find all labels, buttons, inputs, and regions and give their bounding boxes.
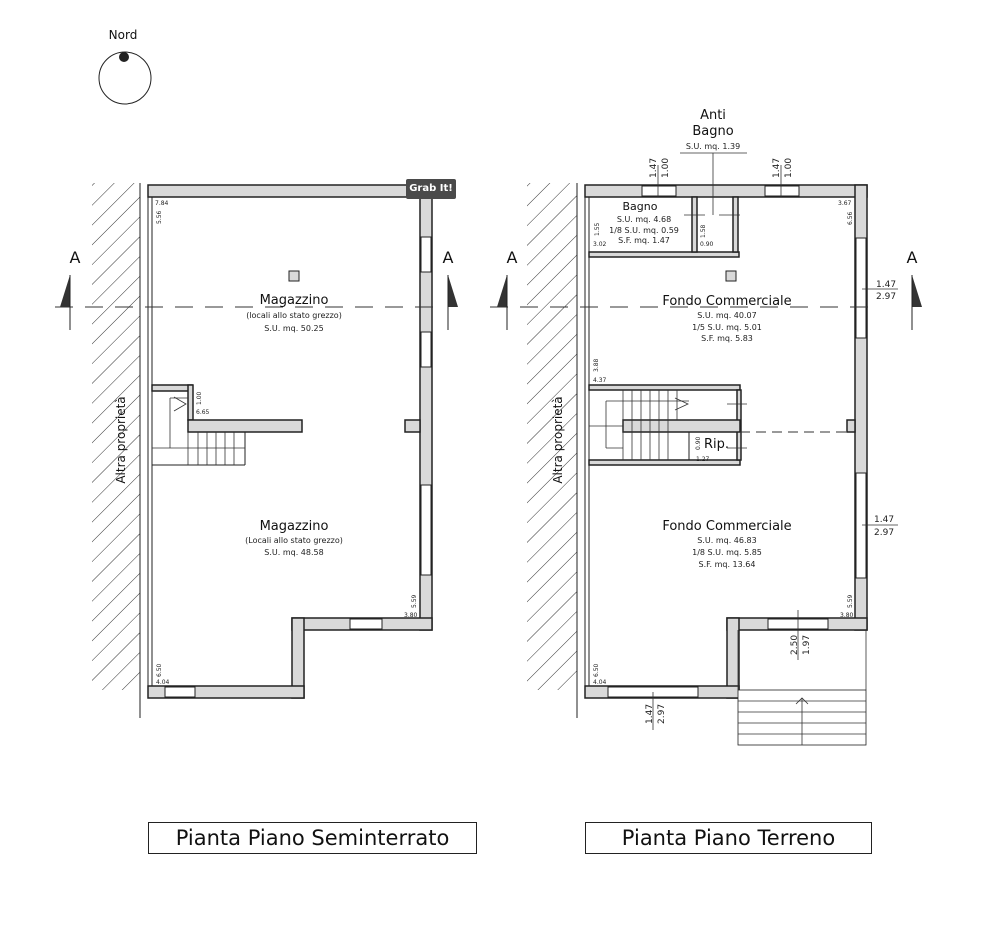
dimension: 1.47 [645, 704, 655, 724]
room-area: S.U. mq. 4.68 [617, 215, 671, 224]
room-area: S.F. mq. 1.47 [618, 236, 670, 245]
dimension: 5.59 [411, 594, 418, 608]
dimension: 4.04 [593, 679, 607, 686]
room-name: Fondo Commerciale [662, 294, 791, 309]
room-area: S.U. mq. 40.07 [697, 311, 756, 320]
dimension: 1.55 [594, 222, 601, 236]
dimension: 3.88 [593, 358, 600, 372]
dimension: 5.59 [847, 594, 854, 608]
dimension: 1.00 [661, 158, 671, 178]
dimension: 1.58 [700, 224, 707, 238]
room-area: 1/8 S.U. mq. 5.85 [692, 548, 762, 557]
north-compass-icon: Nord [98, 28, 152, 105]
neighbor-property-hatch [527, 183, 577, 690]
dimension: 0.90 [700, 241, 714, 248]
dimension: 5.56 [156, 210, 163, 224]
room-note: (Locali allo stato grezzo) [245, 536, 343, 545]
room-name: Fondo Commerciale [662, 519, 791, 534]
section-marker-label: A [507, 248, 518, 267]
dimension: 2.97 [876, 292, 896, 302]
dimension: 1.27 [696, 456, 710, 463]
room-name: Bagno [692, 124, 733, 139]
room-area: S.F. mq. 5.83 [701, 334, 753, 343]
room-area: S.U. mq. 48.58 [264, 548, 323, 557]
section-marker-label: A [70, 248, 81, 267]
neighbor-label: Altra proprietà [551, 396, 565, 483]
dimension: 6.65 [196, 409, 210, 416]
room-name: Magazzino [260, 293, 329, 308]
left-plan-title: Pianta Piano Seminterrato [148, 822, 477, 854]
room-area: S.F. mq. 13.64 [699, 560, 756, 569]
room-area: 1/8 S.U. mq. 0.59 [609, 226, 679, 235]
compass-label: Nord [109, 28, 138, 42]
dimension: 2.97 [657, 704, 667, 724]
dimension: 1.97 [802, 635, 812, 655]
neighbor-property-hatch [92, 183, 140, 690]
section-marker-label: A [443, 248, 454, 267]
dimension: 6.50 [156, 663, 163, 677]
dimension: 0.90 [695, 436, 702, 450]
room-name: Magazzino [260, 519, 329, 534]
room-area: S.U. mq. 46.83 [697, 536, 756, 545]
wall [147, 184, 433, 198]
pillar [288, 270, 300, 282]
dimension: 7.84 [155, 200, 169, 207]
section-marker-label: A [907, 248, 918, 267]
right-plan-title: Pianta Piano Terreno [585, 822, 872, 854]
dimension: 4.04 [156, 679, 170, 686]
room-name: Rip. [704, 437, 729, 452]
neighbor-label: Altra proprietà [114, 396, 128, 483]
room-name: Anti [700, 108, 726, 123]
dimension: 2.97 [874, 528, 894, 538]
dimension: 1.47 [772, 158, 782, 178]
dimension: 1.00 [196, 391, 203, 405]
plan-seminterrato: Altra proprietà A A M [55, 183, 458, 718]
dimension: 1.00 [784, 158, 794, 178]
dimension: 3.80 [404, 612, 418, 619]
room-area: S.U. mq. 50.25 [264, 324, 323, 333]
dimension: 1.47 [876, 280, 896, 290]
dimension: 4.37 [593, 377, 607, 384]
dimension: 3.80 [840, 612, 854, 619]
room-note: (locali allo stato grezzo) [246, 311, 342, 320]
dimension: 3.67 [838, 200, 852, 207]
dimension: 6.50 [593, 663, 600, 677]
plan-terreno: Altra proprietà [490, 108, 922, 746]
room-area: S.U. mq. 1.39 [686, 142, 740, 151]
entrance-steps [737, 630, 867, 746]
grab-it-button[interactable]: Grab It! [406, 179, 456, 199]
dimension: 2.50 [790, 635, 800, 655]
room-name: Bagno [623, 200, 658, 213]
dimension: 1.47 [649, 158, 659, 178]
room-area: 1/5 S.U. mq. 5.01 [692, 323, 762, 332]
dimension: 1.47 [874, 515, 894, 525]
dimension: 6.56 [847, 211, 854, 225]
dimension: 3.02 [593, 241, 607, 248]
